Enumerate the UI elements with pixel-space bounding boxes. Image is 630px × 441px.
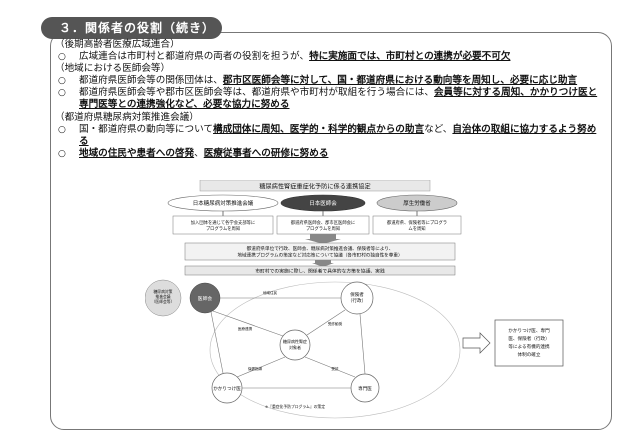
result-text: かかりつけ医、専門医、保険者（行政）等による有機的連携体制の確立: [508, 327, 550, 358]
body-text: 広域連合は市町村と都道府県の両者の役割を担うが、: [79, 51, 310, 63]
emphasis-text: 構成団体に周知、医学的・科学的観点からの助言: [213, 123, 425, 135]
node-insurer: [340, 281, 374, 315]
prefecture-council-text: 都道府県単位で行政、医師会、糖尿病対策推進会議、保険者等により、地域連携プログラ…: [237, 245, 402, 259]
label-l1: 地域住民: [263, 290, 278, 295]
bullet-item: ○ 地域の住民や患者への啓発、医療従事者への研修に努める: [55, 148, 603, 160]
body-text: 、: [194, 147, 204, 159]
label-l2: 医療連携: [238, 326, 253, 331]
text-block: （後期高齢者医療広域連合） ○ 広域連合は市町村と都道府県の両者の役割を担うが、特に…: [55, 39, 603, 160]
bullet-icon: ○: [58, 148, 66, 159]
label-l3: 受診勧奨: [328, 321, 343, 326]
collaboration-diagram: 糖尿病性腎症重症化予防に係る連携協定 日本糖尿病対策推進会議 日本医師会 厚生労…: [145, 180, 564, 419]
bullet-icon: ○: [58, 88, 66, 99]
svg-text:（医師会等）: （医師会等）: [152, 299, 175, 304]
emphasis-text: 医療従事者への研修に努める: [203, 147, 329, 159]
label-l4: 保健指導: [248, 366, 263, 371]
agreement-title-box: [199, 180, 431, 192]
network-outline: [209, 281, 461, 419]
support-box-3: [372, 215, 462, 235]
agreement-title: 糖尿病性腎症重症化予防に係る連携協定: [259, 183, 370, 191]
result-box: [494, 319, 564, 367]
body-text: など、: [424, 123, 453, 135]
emphasis-text: 自治体の取組に協力するよう努める: [79, 123, 597, 147]
support-text-2: 都道府県医師会、郡市区医師会にプログラムを周知: [291, 219, 355, 232]
diagram-caption: ※『重症化予防プログラム』の策定: [265, 404, 325, 409]
section-heading: （後期高齢者医療広域連合）: [55, 39, 180, 50]
node-center: [279, 329, 311, 361]
node-center-label-1: 糖尿病性腎症: [283, 338, 307, 344]
support-text-1: 加入団体を通じて各学会支部等にプログラムを周知: [191, 219, 255, 232]
result-arrow: [462, 332, 491, 354]
bullet-item: ○ 広域連合は市町村と都道府県の両者の役割を担うが、特に実施面では、市町村との連携…: [55, 51, 603, 63]
section-heading: （都道府県糖尿病対策推進会議）: [55, 111, 199, 123]
emphasis-text: 会員等に対する周知、かかりつけ医と専門医等との連携強化など、必要な協力に努める: [79, 87, 598, 111]
body-text: 都道府県医師会等の関係団体は、: [79, 75, 223, 87]
org-jdca-label: 日本糖尿病対策推進会議: [193, 199, 254, 207]
bullet-item: ○ 国・都道府県の動向等について構成団体に周知、医学的・科学的観点からの助言など、…: [55, 124, 603, 148]
node-insurer-label-1: 保険者: [350, 291, 364, 298]
org-mhlw-label: 厚生労働省: [403, 199, 431, 207]
bullet-icon: ○: [58, 76, 66, 87]
svg-text:糖尿病対策: 糖尿病対策: [154, 289, 173, 294]
node-specialist-label: 専門医: [358, 385, 372, 392]
emphasis-text: 特に実施面では、市町村との連携が必要不可欠: [309, 51, 511, 63]
svg-text:推進会議: 推進会議: [155, 294, 170, 299]
node-medassoc-label: 医師会: [198, 295, 213, 302]
cluster-group: 糖尿病対策 推進会議 （医師会等）: [145, 279, 182, 317]
body-text: 国・都道府県の動向等について: [79, 123, 214, 135]
connection-lines: [210, 297, 366, 389]
emphasis-text: 郡市区医師会等に対して、国・都道府県における動向等を周知し、必要に応じ助言: [222, 75, 578, 87]
bullet-item: ○ 都道府県医師会等や郡市区医師会等は、都道府県や市町村が取組を行う場合には、会員…: [55, 87, 603, 111]
section-heading: （地域における医師会等）: [55, 63, 171, 75]
body-text: 都道府県医師会等や郡市区医師会等は、都道府県や市町村が取組を行う場合には、: [79, 87, 434, 99]
label-l5: 受診: [331, 366, 339, 371]
node-center-label-2: 対象者: [289, 344, 301, 350]
bullet-icon: ○: [58, 52, 66, 63]
emphasis-text: 地域の住民や患者への啓発: [79, 147, 195, 159]
bullet-icon: ○: [58, 124, 66, 135]
municipal-box: [184, 265, 456, 276]
node-gp-label: かかりつけ医: [213, 385, 241, 392]
node-insurer-label-2: （行政）: [348, 297, 366, 304]
org-jma-label: 日本医師会: [309, 199, 337, 207]
support-box-1: [172, 215, 274, 235]
section-title: ３．関係者の役割（続き）: [41, 17, 222, 39]
support-text-3: 都道府県、保険者等にプログラムを周知: [387, 219, 447, 232]
bullet-item: ○ 都道府県医師会等の関係団体は、郡市区医師会等に対して、国・都道府県における動向…: [55, 75, 603, 87]
municipal-text: 市町村での実施に際し、関係者で具体的な方策を協議、実践: [255, 268, 385, 275]
